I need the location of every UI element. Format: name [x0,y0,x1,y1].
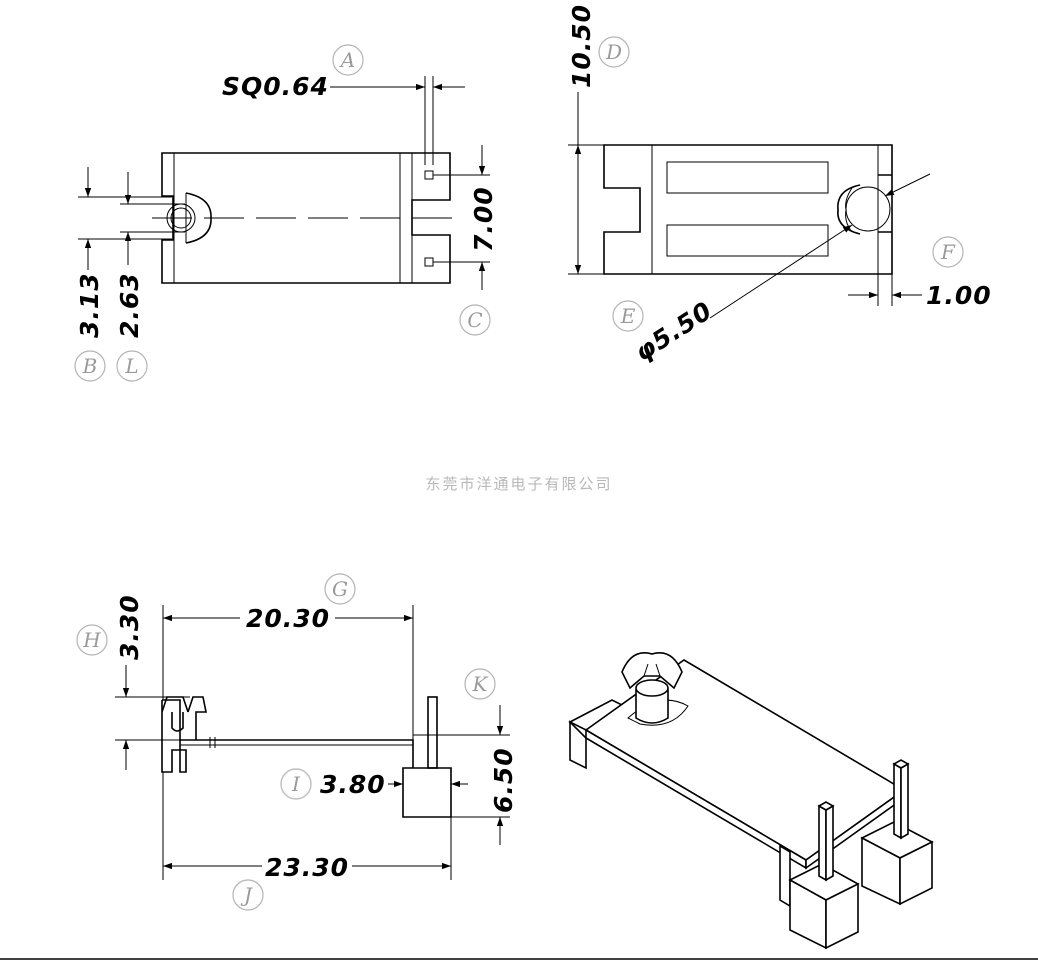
label-h: H [82,628,101,652]
label-l: L [124,354,138,378]
label-b: B [82,354,98,378]
dim-313: 3.13 [75,272,104,338]
dim-sq064: SQ0.64 [222,72,329,101]
label-k: K [472,672,489,696]
dim-650: 6.50 [489,747,518,813]
label-e: E [620,304,636,328]
isometric-view [568,652,934,950]
top-right-view [568,92,931,319]
company-watermark: 东莞市洋通电子有限公司 [425,475,612,493]
label-d: D [605,40,622,64]
label-a: A [339,48,355,72]
label-i: I [291,772,301,796]
dim-1050: 10.50 [567,4,596,88]
dim-263: 2.63 [115,272,144,338]
dim-380: 3.80 [320,770,386,799]
label-f: F [940,240,956,264]
top-left-view [78,76,490,290]
dim-100: 1.00 [926,281,992,310]
dim-700: 7.00 [469,186,498,252]
side-view [115,605,510,880]
dim-2330: 23.30 [265,853,349,882]
dim-phi550: φ5.50 [629,296,717,367]
dim-2030: 20.30 [246,604,330,633]
label-j: J [240,883,253,907]
label-g: G [332,577,348,601]
label-c: C [467,308,482,332]
dim-330: 3.30 [115,594,144,660]
